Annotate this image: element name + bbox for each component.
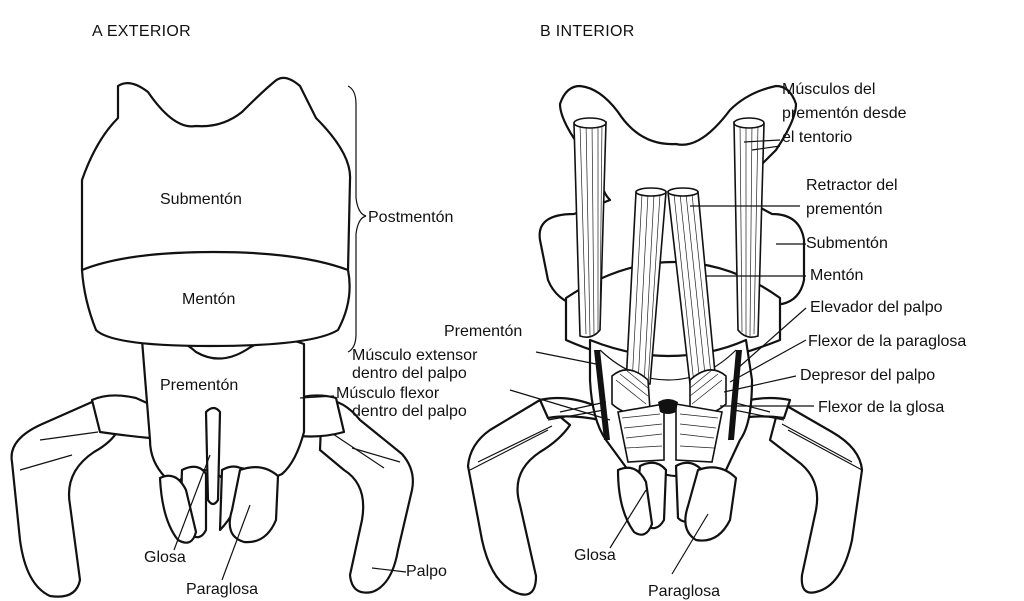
interior-right-palp — [770, 402, 862, 593]
label-b-musculos-prementon-3: el tentorio — [782, 128, 852, 147]
label-a-palpo: Palpo — [406, 562, 447, 581]
panel-b-title: B INTERIOR — [540, 22, 635, 41]
label-b-musculos-prementon-1: Músculos del — [782, 80, 875, 99]
label-b-prementon: Prementón — [444, 322, 522, 341]
interior-labium-drawing — [468, 86, 862, 595]
label-a-prementon: Prementón — [160, 376, 238, 395]
label-b-flexor-glosa: Flexor de la glosa — [818, 398, 944, 417]
exterior-labium-drawing — [12, 78, 413, 597]
label-b-menton: Mentón — [810, 266, 863, 285]
label-b-depresor: Depresor del palpo — [800, 366, 935, 385]
label-b-musculos-prementon-2: prementón desde — [782, 104, 907, 123]
label-a-submenton: Submentón — [160, 190, 242, 209]
label-a-menton: Mentón — [182, 290, 235, 309]
label-b-paraglosa: Paraglosa — [648, 582, 720, 601]
label-a-glosa: Glosa — [144, 548, 186, 567]
label-a-musculo-flexor-2: dentro del palpo — [352, 402, 467, 421]
label-b-retractor-1: Retractor del — [806, 176, 898, 195]
label-a-musculo-flexor-1: Músculo flexor — [336, 384, 439, 403]
interior-left-palp — [468, 400, 570, 595]
exterior-submentum — [82, 78, 350, 270]
exterior-prementum — [142, 337, 304, 482]
label-b-glosa: Glosa — [574, 546, 616, 565]
label-b-extensor-1: Músculo extensor — [352, 346, 477, 365]
label-a-paraglosa: Paraglosa — [186, 580, 258, 599]
label-b-submenton: Submentón — [806, 234, 888, 253]
label-a-postmenton: Postmentón — [368, 208, 453, 227]
panel-a-title: A EXTERIOR — [92, 22, 191, 41]
label-b-extensor-2: dentro del palpo — [352, 364, 467, 383]
label-b-elevador: Elevador del palpo — [810, 298, 943, 317]
label-b-flexor-paraglosa: Flexor de la paraglosa — [808, 332, 966, 351]
postmenton-brace — [348, 86, 366, 352]
label-b-retractor-2: prementón — [806, 200, 883, 219]
